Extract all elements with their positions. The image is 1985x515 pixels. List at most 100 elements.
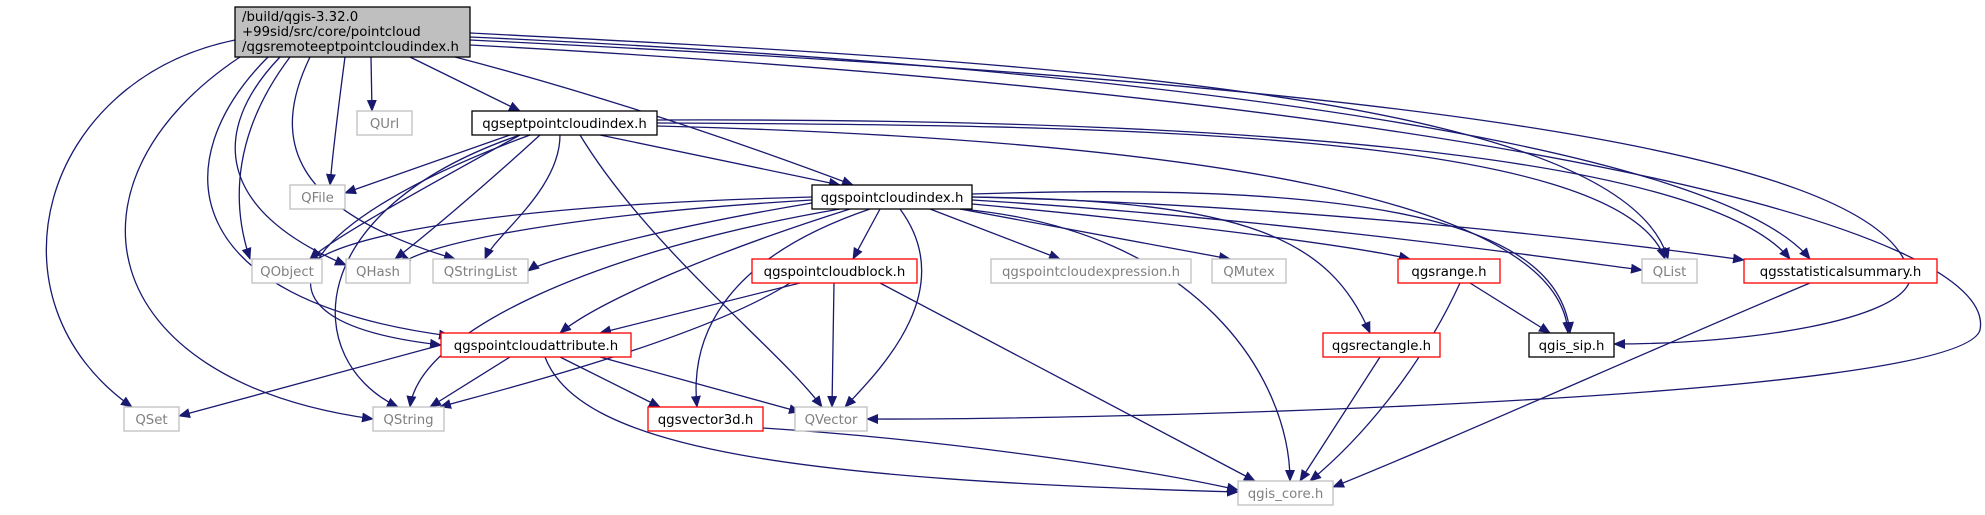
svg-text:QVector: QVector: [805, 413, 858, 428]
edge-root-qgspointcloudindex: [454, 56, 854, 186]
edge-ept-qfile: [344, 134, 511, 195]
edge-root-qstring: [124, 56, 374, 423]
edge-idx-qgspointcloudexpression: [929, 208, 1061, 260]
edge-idx-qgsvector3d: [690, 208, 871, 408]
edge-root-qhash: [234, 56, 347, 266]
edge-idx-qgsrange: [971, 203, 1411, 262]
svg-text:QFile: QFile: [301, 191, 334, 206]
edge-root-qvector: [469, 44, 1982, 425]
edge-vec3d-qgis-core: [762, 427, 1239, 493]
node-qgseptpointcloudindex[interactable]: qgseptpointcloudindex.h: [471, 110, 658, 136]
node-qgsrectangle[interactable]: qgsrectangle.h: [1322, 332, 1441, 358]
edge-root-qset: [45, 39, 236, 408]
edge-ept-qlist: [656, 122, 1667, 260]
svg-text:QObject: QObject: [260, 265, 314, 280]
edge-root-qfile: [325, 56, 346, 186]
node-qgsrange[interactable]: qgsrange.h: [1397, 258, 1501, 284]
edge-range-qgis-core: [1309, 282, 1461, 482]
svg-text:QStringList: QStringList: [444, 265, 517, 280]
edge-ept-qgis-sip: [656, 125, 1573, 334]
node-qset[interactable]: QSet: [123, 406, 180, 432]
edge-attr-qgis-core: [544, 356, 1239, 497]
svg-text:qgsstatisticalsummary.h: qgsstatisticalsummary.h: [1760, 265, 1922, 280]
edge-ept-qgspointcloudindex: [599, 134, 841, 188]
edge-attr-qvector: [599, 356, 801, 414]
svg-text:QList: QList: [1653, 265, 1687, 280]
svg-text:qgspointcloudexpression.h: qgspointcloudexpression.h: [1002, 265, 1180, 280]
node-qgspointcloudexpression[interactable]: qgspointcloudexpression.h: [990, 258, 1192, 284]
svg-text:qgseptpointcloudindex.h: qgseptpointcloudindex.h: [482, 117, 647, 132]
nodes-layer: /build/qgis-3.32.0 +99sid/src/core/point…: [123, 6, 1938, 506]
edge-ept-qvector: [579, 134, 823, 408]
node-qobject[interactable]: QObject: [251, 258, 323, 284]
edge-root-qobject: [238, 56, 291, 260]
edge-attr-qgsvector3d: [559, 356, 661, 408]
svg-text:QHash: QHash: [356, 265, 400, 280]
edge-block-qvector: [827, 282, 838, 408]
edge-range-qgis-sip: [1469, 282, 1551, 334]
node-qhash[interactable]: QHash: [345, 258, 411, 284]
edge-root-qgspointcloudattribute: [207, 56, 451, 340]
edge-idx-qgis-core: [959, 208, 1295, 482]
edge-attr-qset: [178, 344, 442, 418]
node-root-qgsremoteeptpointcloudindex[interactable]: /build/qgis-3.32.0 +99sid/src/core/point…: [234, 6, 471, 58]
edge-block-qgspointcloudattribute: [599, 282, 801, 336]
edge-idx-qobject: [309, 196, 813, 266]
node-qmutex[interactable]: QMutex: [1211, 258, 1287, 284]
edge-idx-qgsrectangle: [971, 196, 1371, 334]
svg-text:qgis_core.h: qgis_core.h: [1248, 487, 1324, 502]
node-qurl[interactable]: QUrl: [356, 110, 413, 136]
node-qlist[interactable]: QList: [1641, 258, 1698, 284]
edge-ept-qstring: [334, 134, 521, 408]
edge-root-qgsstatisticalsummary: [469, 36, 1811, 260]
edge-idx-qstring: [406, 208, 841, 408]
edge-idx-qgis-sip: [971, 191, 1574, 334]
edge-ept-qgsstatisticalsummary: [656, 119, 1791, 260]
svg-text:QSet: QSet: [135, 413, 167, 428]
edge-idx-qgspointcloudblock: [852, 208, 881, 260]
root-label-line-1: /build/qgis-3.32.0: [242, 10, 358, 25]
edge-idx-qvector: [844, 208, 923, 408]
edge-rect-qgis-core: [1299, 356, 1381, 482]
edge-root-qgis-sip: [469, 39, 1911, 349]
edges-layer: [45, 32, 1982, 497]
edge-idx-qlist: [971, 199, 1643, 274]
svg-text:qgspointcloudattribute.h: qgspointcloudattribute.h: [454, 339, 618, 354]
edge-stat-qgis-core: [1332, 282, 1811, 488]
edge-ept-qstringlist: [484, 134, 561, 260]
node-qfile[interactable]: QFile: [289, 184, 346, 210]
edge-idx-qgsstatisticalsummary: [971, 196, 1745, 264]
edge-idx-qmutex: [959, 208, 1231, 262]
svg-text:QMutex: QMutex: [1223, 265, 1275, 280]
svg-text:qgsrectangle.h: qgsrectangle.h: [1332, 339, 1431, 354]
node-qgsvector3d[interactable]: qgsvector3d.h: [647, 406, 764, 432]
edge-idx-qhash: [399, 199, 813, 266]
edge-block-qstring: [439, 282, 791, 409]
node-qstringlist[interactable]: QStringList: [432, 258, 529, 284]
svg-text:qgsrange.h: qgsrange.h: [1411, 265, 1486, 280]
node-qgspointcloudattribute[interactable]: qgspointcloudattribute.h: [440, 332, 632, 358]
svg-text:qgspointcloudblock.h: qgspointcloudblock.h: [764, 265, 906, 280]
edge-root-qstringlist: [291, 56, 456, 261]
svg-text:QUrl: QUrl: [370, 117, 399, 132]
node-qgspointcloudblock[interactable]: qgspointcloudblock.h: [751, 258, 918, 284]
edge-idx-qstringlist: [527, 202, 813, 272]
svg-text:QString: QString: [383, 413, 433, 428]
edge-ept-qhash: [394, 134, 541, 260]
svg-text:qgis_sip.h: qgis_sip.h: [1539, 339, 1605, 354]
edge-idx-qgspointcloudattribute: [559, 208, 851, 334]
edge-block-qgis-core: [879, 282, 1256, 482]
svg-text:qgspointcloudindex.h: qgspointcloudindex.h: [821, 191, 964, 206]
edge-root-qgseptpointcloudindex: [409, 56, 521, 112]
svg-text:qgsvector3d.h: qgsvector3d.h: [658, 413, 754, 428]
root-label-line-2: +99sid/src/core/pointcloud: [242, 25, 421, 40]
node-qgspointcloudindex[interactable]: qgspointcloudindex.h: [811, 184, 973, 210]
node-qgsstatisticalsummary[interactable]: qgsstatisticalsummary.h: [1743, 258, 1938, 284]
node-qgis-core[interactable]: qgis_core.h: [1237, 480, 1334, 506]
node-qgis-sip[interactable]: qgis_sip.h: [1528, 332, 1615, 358]
node-qstring[interactable]: QString: [372, 406, 445, 432]
root-label-line-3: /qgsremoteeptpointcloudindex.h: [242, 40, 459, 55]
edge-attr-qstring: [429, 356, 511, 408]
node-qvector[interactable]: QVector: [794, 406, 868, 432]
